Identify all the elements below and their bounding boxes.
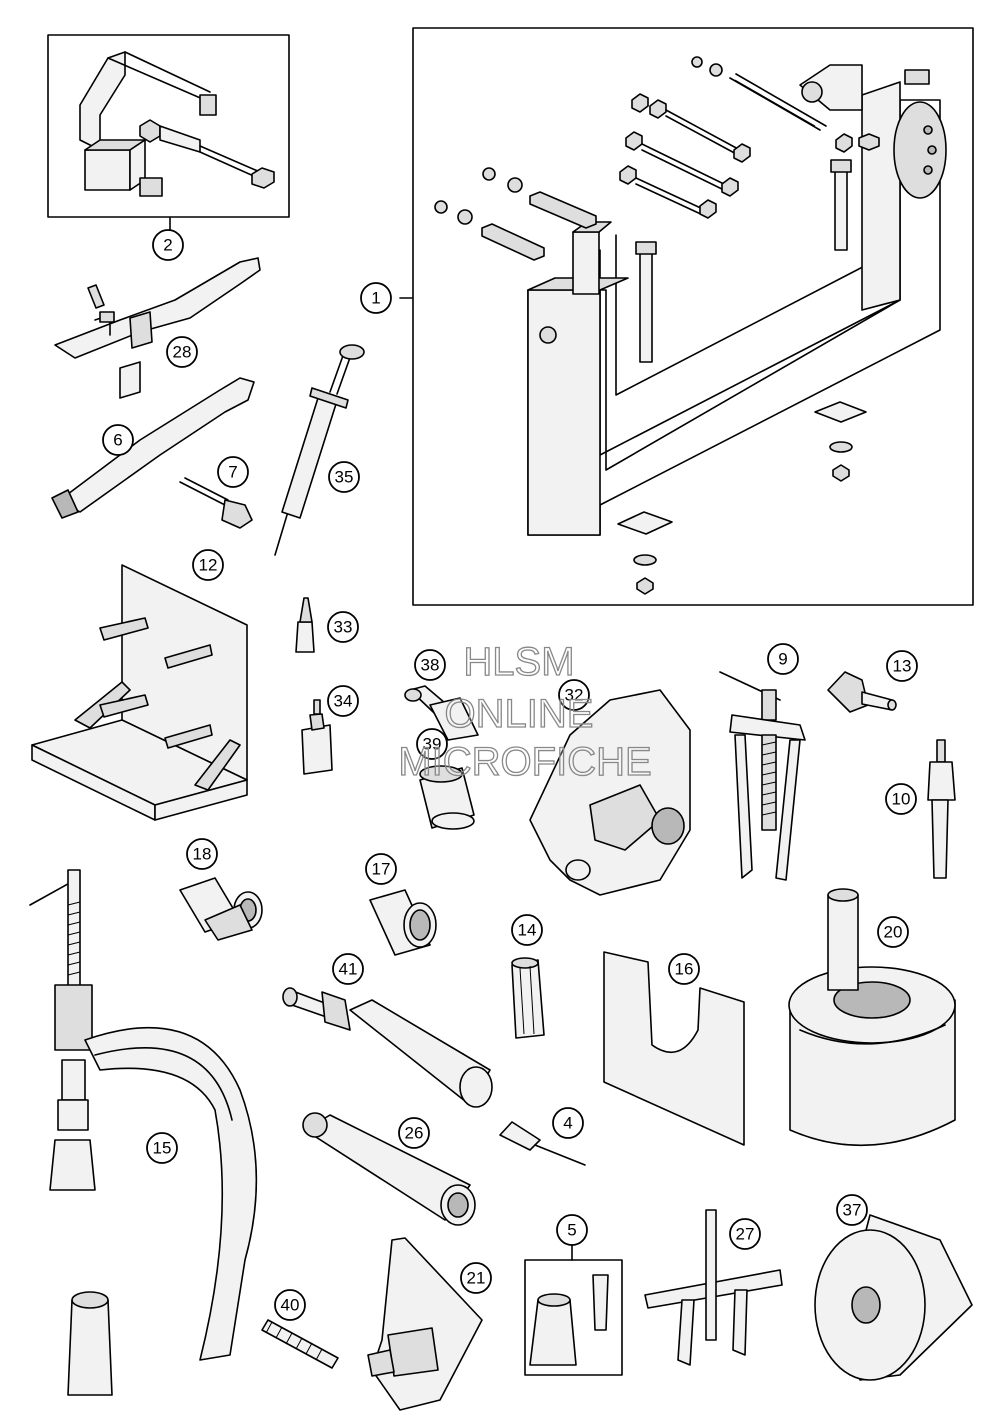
callout-4: 4 — [563, 1114, 572, 1133]
part-4-gauge: 4 — [499, 1107, 586, 1166]
part-20-press-cup: 20 — [788, 888, 956, 1147]
part-39-bushing: 39 — [416, 728, 475, 830]
part-17-mounting-sleeve: 17 — [365, 853, 437, 956]
watermark-line3: MICROFICHE — [398, 740, 651, 784]
callout-1: 1 — [371, 289, 380, 308]
part-27-bearing-puller: 27 — [644, 1209, 783, 1366]
part-15-valve-spring-compressor: 15 — [29, 869, 258, 1396]
part-40-threaded-stud: 40 — [261, 1289, 339, 1369]
callout-28: 28 — [173, 343, 192, 362]
callout-7: 7 — [228, 463, 237, 482]
callout-20: 20 — [884, 923, 903, 942]
part-35-syringe: 35 — [274, 344, 365, 556]
part-2-holding-bracket: 2 — [47, 34, 290, 261]
callout-38: 38 — [421, 656, 440, 675]
part-18-adapter: 18 — [179, 838, 263, 941]
part-14-cage-tool: 14 — [511, 914, 545, 1039]
callout-2: 2 — [163, 236, 172, 255]
part-34-sealant-bottle: 34 — [301, 685, 359, 775]
callout-21: 21 — [467, 1269, 486, 1288]
callout-13: 13 — [893, 657, 912, 676]
callout-14: 14 — [518, 921, 537, 940]
part-28-clutch-holder: 28 — [54, 257, 261, 399]
stand-pivot-disc — [893, 101, 947, 199]
stand-bolts — [434, 56, 880, 363]
angle-plate-bolts — [99, 617, 213, 749]
part-12-angle-plate: 12 — [31, 549, 248, 821]
callout-18: 18 — [193, 845, 212, 864]
watermark-line2: ONLINE — [445, 692, 594, 736]
callout-34: 34 — [334, 692, 353, 711]
callout-26: 26 — [405, 1124, 424, 1143]
callout-40: 40 — [281, 1296, 300, 1315]
callout-35: 35 — [335, 468, 354, 487]
part-10-pin-extractor: 10 — [885, 739, 956, 879]
callout-17: 17 — [372, 860, 391, 879]
part-37-pressing-block: 37 — [814, 1194, 973, 1381]
part-33-loctite-tube: 33 — [295, 597, 359, 653]
callout-27: 27 — [736, 1225, 755, 1244]
part-9-two-arm-puller: 9 — [719, 643, 806, 881]
part-1-engine-stand: 1 — [360, 27, 974, 606]
part-41-press-tube: 41 — [282, 953, 493, 1108]
part-6-lever: 6 — [51, 377, 255, 519]
callout-32: 32 — [565, 686, 584, 705]
callout-9: 9 — [778, 650, 787, 669]
part-16-holding-plate: 16 — [603, 951, 745, 1146]
callout-15: 15 — [153, 1139, 172, 1158]
watermark-line1: HLSM — [463, 640, 574, 684]
callout-5: 5 — [567, 1221, 576, 1240]
part-26-socket-wrench: 26 — [302, 1112, 476, 1226]
stand-upright-left — [527, 289, 601, 536]
callout-12: 12 — [199, 556, 218, 575]
part-7-adjustment-pin: 7 — [179, 456, 253, 529]
callout-16: 16 — [675, 960, 694, 979]
callout-6: 6 — [113, 431, 122, 450]
callout-39: 39 — [423, 735, 442, 754]
callout-41: 41 — [339, 960, 358, 979]
callout-33: 33 — [334, 618, 353, 637]
part-38-press-tool: 38 — [404, 649, 479, 741]
part-13-knob-tool: 13 — [827, 650, 918, 713]
part-21-puller-plate: 21 — [367, 1237, 492, 1411]
callout-10: 10 — [892, 790, 911, 809]
callout-37: 37 — [843, 1201, 862, 1220]
part-32-puller-plate: 32 — [529, 679, 691, 896]
part-5-tool-kit: 5 — [524, 1214, 623, 1376]
watermark: HLSM ONLINE MICROFICHE — [398, 639, 653, 784]
